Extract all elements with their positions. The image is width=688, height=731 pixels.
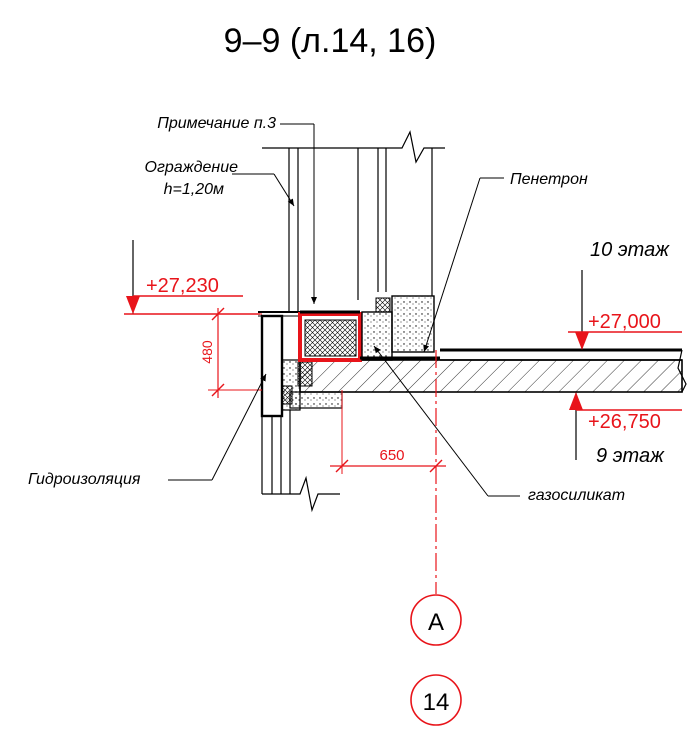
parapet-block [258,311,343,418]
floor-9-label: 9 этаж [596,445,665,467]
elevation-right-top-value: +27,000 [588,311,661,333]
dimension-480: 480 [199,307,262,398]
dimension-650: 650 [330,390,446,474]
upper-wall-lines [288,148,433,312]
leader-railing [232,173,295,207]
drawing-title: 9–9 (л.14, 16) [224,22,437,60]
axis-14-label: 14 [423,689,450,716]
aerated-concrete-block [360,295,440,361]
floor-slab [299,348,687,393]
elevation-mark-right-bottom: +26,750 [569,392,682,460]
leader-waterproofing [168,373,267,481]
elevation-mark-right-top: +27,000 [568,270,682,350]
leader-aerated [373,345,520,497]
railing-label-line1: Ограждение [145,159,239,176]
elevation-mark-left: +27,230 [124,240,260,315]
axis-14-circle [410,674,462,726]
axis-a-circle [410,594,462,646]
penetron-label: Пенетрон [510,171,588,188]
axis-a-line: А 14 [410,350,462,726]
note-label: Примечание п.3 [157,115,276,132]
leader-note [280,123,317,304]
floor-10-label: 10 этаж [590,239,670,261]
leader-penetron [423,177,504,353]
lower-wall-lines [261,410,340,513]
break-line-top [262,130,445,164]
aerated-label: газосиликат [528,487,625,504]
insulation-block [298,310,362,362]
dimension-480-value: 480 [199,340,215,364]
elevation-right-bottom-value: +26,750 [588,411,661,433]
axis-a-label: А [428,609,444,636]
railing-label-line2: h=1,20м [164,181,224,198]
elevation-left-value: +27,230 [146,275,219,297]
waterproofing-label: Гидроизоляция [28,471,141,488]
dimension-650-value: 650 [379,447,404,464]
